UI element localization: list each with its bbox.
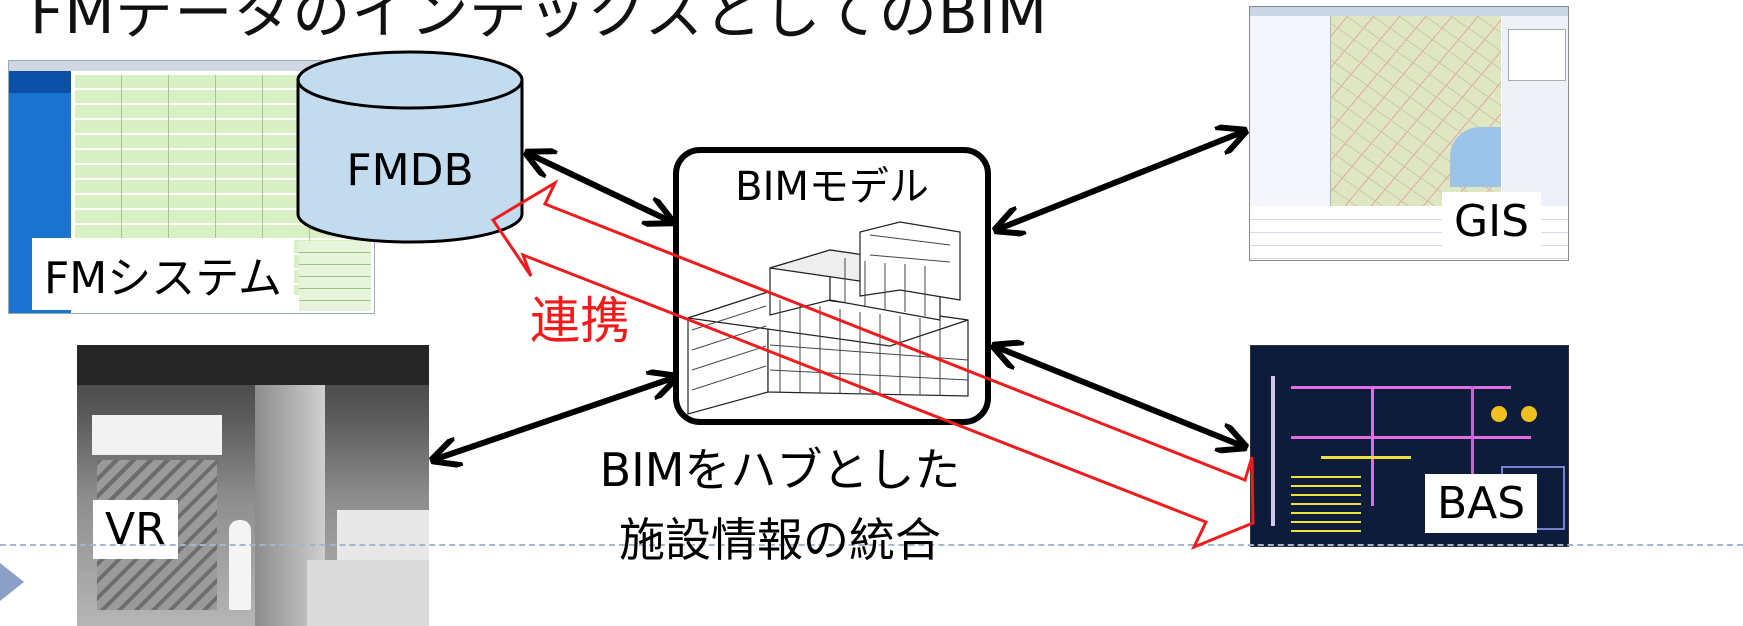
bas-label: BAS <box>1425 474 1538 533</box>
fmdb-database-icon <box>296 50 524 244</box>
connector-bim-bas <box>994 346 1245 447</box>
dashed-rule <box>0 544 1743 546</box>
slide-bullet-icon <box>0 563 24 601</box>
vr-label: VR <box>93 500 178 559</box>
connector-fmdb-bim <box>527 153 672 222</box>
connector-vr-bim <box>433 377 676 460</box>
gis-screenshot <box>1249 6 1569 261</box>
link-label: 連携 <box>530 292 630 350</box>
fm-system-label: FMシステム <box>32 238 294 310</box>
connector-bim-gis <box>996 131 1245 230</box>
caption-line-1: BIMをハブとした <box>600 443 961 497</box>
link-arrow <box>490 179 1255 550</box>
page-title: FMデータのインデックスとしてのBIM <box>30 0 1048 47</box>
gis-label: GIS <box>1442 192 1542 251</box>
caption-line-2: 施設情報の統合 <box>619 513 941 567</box>
fmdb-label: FMDB <box>346 145 473 196</box>
bim-model-label: BIMモデル <box>735 164 929 210</box>
